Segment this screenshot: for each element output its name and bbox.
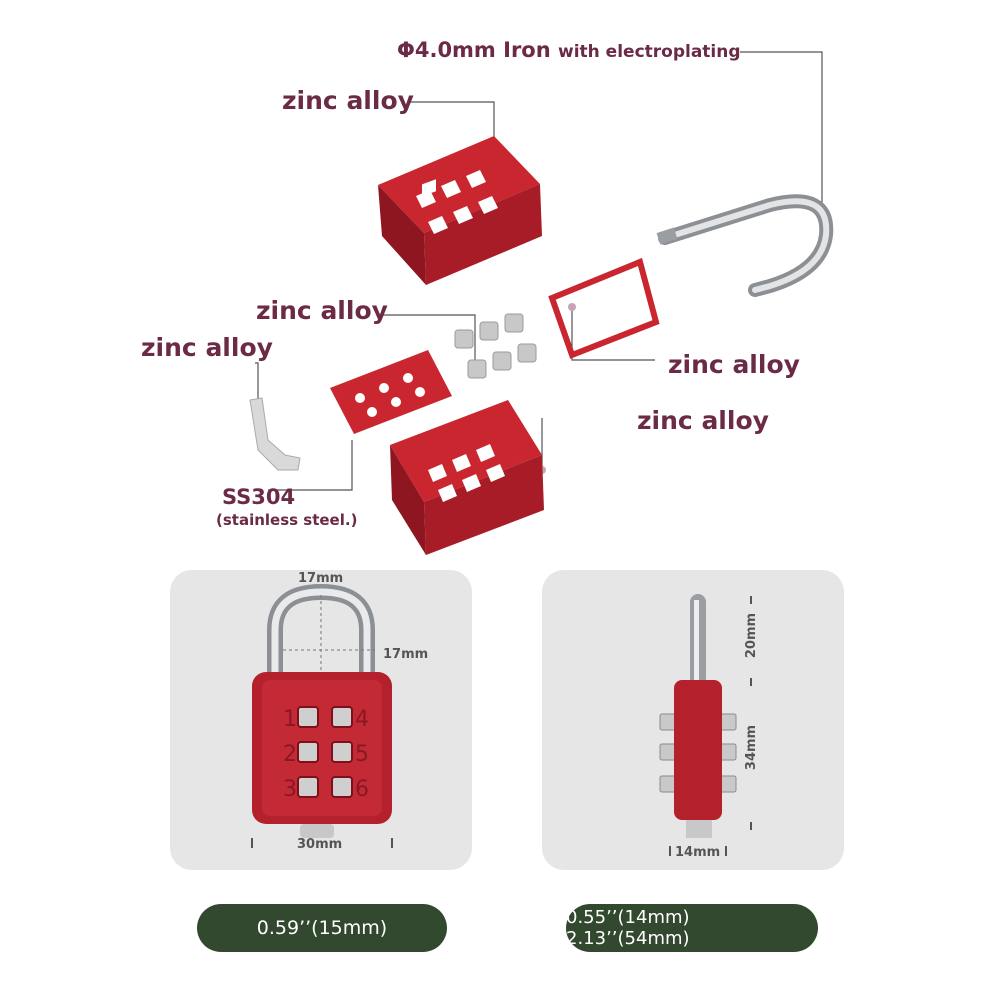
clip-part xyxy=(330,350,452,434)
pin-material-label: SS304 xyxy=(222,485,296,509)
side-shackle-height-dim: 20mm xyxy=(744,612,760,659)
top-cover-label: zinc alloy xyxy=(282,86,414,115)
shackle-part xyxy=(656,194,834,297)
side-view-panel xyxy=(542,570,844,870)
side-thickness-dim: 14mm xyxy=(675,845,721,860)
right-size-badge: 0.55’’(14mm) 2.13’’(54mm) xyxy=(566,904,818,952)
buttons-part xyxy=(454,313,537,379)
shackle-material-note: with electroplating xyxy=(558,42,741,62)
top-cover-part xyxy=(378,136,542,285)
bottom-housing-part xyxy=(390,400,544,555)
front-shackle-height-dim: 17mm xyxy=(383,647,429,662)
bottom-housing-label: zinc alloy xyxy=(637,406,769,435)
front-view-panel xyxy=(170,570,472,870)
clip-label: zinc alloy xyxy=(141,333,273,362)
shackle-material-text: Φ4.0mm Iron xyxy=(397,38,551,62)
frame-part xyxy=(548,257,660,359)
leader-lines xyxy=(255,51,823,491)
shackle-material-label: Φ4.0mm Iron with electroplating xyxy=(397,38,741,62)
front-width-top-dim: 17mm xyxy=(298,571,344,586)
exploded-view xyxy=(249,51,834,555)
frame-label: zinc alloy xyxy=(668,350,800,379)
front-width-body-dim: 30mm xyxy=(297,837,343,852)
left-size-badge: 0.59’’(15mm) xyxy=(197,904,447,952)
pin-material-note: (stainless steel.) xyxy=(216,511,358,529)
pin-part xyxy=(249,397,301,471)
button-set-label: zinc alloy xyxy=(256,296,388,325)
side-body-height-dim: 34mm xyxy=(744,724,760,771)
